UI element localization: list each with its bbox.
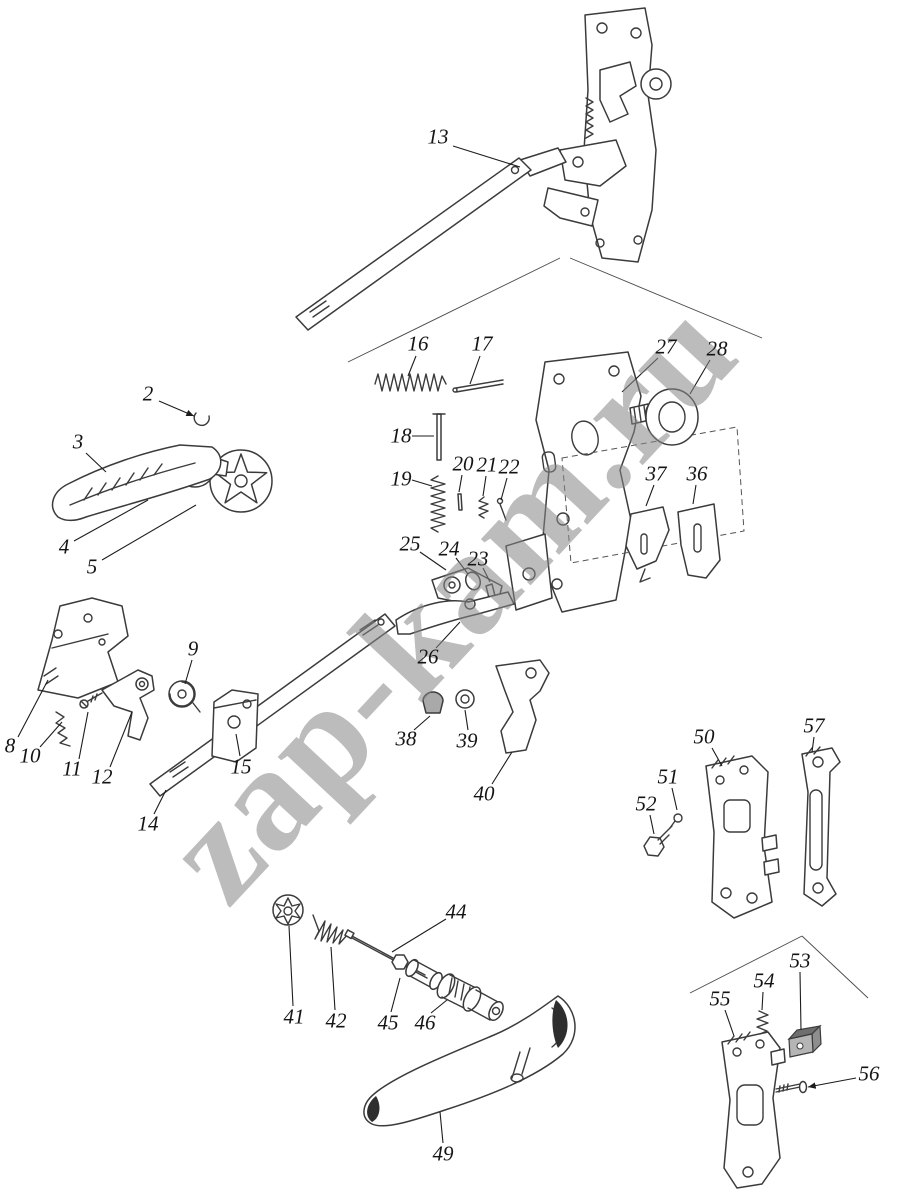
leader-line-23 — [482, 567, 491, 583]
leader-line-44 — [391, 918, 447, 953]
leader-line-28 — [689, 359, 711, 395]
block-53 — [787, 1024, 822, 1058]
leader-line-37 — [645, 484, 655, 507]
leader-line-9 — [184, 659, 193, 685]
spring-54 — [756, 1010, 769, 1035]
washer-39 — [455, 689, 475, 709]
leader-line-16 — [407, 355, 417, 377]
leader-line-10 — [39, 721, 63, 748]
leader-line-38 — [413, 715, 431, 731]
leader-line-53 — [799, 971, 802, 1031]
leader-line-51 — [671, 787, 678, 811]
leader-line-49 — [439, 1111, 444, 1144]
leader-line-12 — [109, 711, 133, 768]
plate-36 — [677, 503, 721, 579]
leader-line-25 — [419, 551, 447, 571]
leader-line-20 — [458, 474, 463, 493]
leader-line-57 — [811, 736, 815, 753]
leader-line-27 — [621, 357, 659, 393]
leader-line-14 — [153, 789, 167, 815]
leader-line-19 — [411, 479, 433, 487]
leader-line-5 — [101, 504, 197, 561]
leader-line-45 — [390, 977, 401, 1013]
hook-lever-40 — [495, 659, 550, 754]
plate-37 — [625, 506, 670, 583]
leader-line-2 — [158, 400, 195, 417]
pin-20 — [457, 493, 463, 511]
lock-cylinder-46 — [391, 954, 504, 1022]
leader-line-8 — [17, 679, 49, 738]
leader-line-4 — [73, 499, 149, 542]
leader-line-50 — [711, 747, 723, 767]
leader-line-24 — [455, 557, 469, 575]
left-latch-assembly — [37, 597, 396, 797]
leader-line-46 — [430, 999, 448, 1014]
push-button-38 — [422, 691, 444, 714]
leader-line-42 — [330, 946, 336, 1011]
leader-line-40 — [491, 751, 513, 785]
outer-handle-49 — [363, 995, 576, 1127]
spring-16 — [374, 373, 447, 392]
leader-line-3 — [85, 452, 107, 473]
leader-line-39 — [464, 709, 469, 731]
roller-set-23-24-25 — [431, 567, 503, 603]
leader-line-36 — [692, 484, 697, 505]
lever-26 — [395, 591, 515, 635]
leader-line-22 — [500, 477, 508, 501]
leader-line-54 — [761, 991, 764, 1011]
star-washer-41 — [272, 894, 304, 926]
bracket-55 — [721, 1031, 786, 1189]
striker-plate-50 — [705, 755, 780, 919]
spring-42 — [312, 914, 350, 945]
pin-18 — [432, 413, 446, 461]
center-lock-plate-27 — [505, 351, 745, 613]
grouping-lines — [347, 257, 869, 999]
leader-line-41 — [288, 925, 294, 1007]
leader-line-52 — [649, 814, 655, 835]
leader-line-13 — [452, 145, 521, 168]
knob-28 — [629, 388, 699, 446]
backing-plate-57 — [801, 746, 841, 907]
leader-line-21 — [482, 475, 487, 497]
top-lock-assembly — [295, 7, 672, 331]
callout-lines — [17, 145, 857, 1144]
pin-22 — [496, 497, 507, 521]
spring-21 — [478, 496, 489, 519]
leader-line-56 — [807, 1077, 857, 1089]
leader-line-26 — [435, 621, 461, 649]
leader-line-55 — [724, 1009, 735, 1037]
leader-line-15 — [235, 733, 241, 757]
inner-handle-assembly — [51, 412, 273, 522]
screw-56 — [775, 1080, 808, 1094]
leader-line-17 — [469, 355, 481, 385]
spring-19 — [430, 475, 446, 533]
screw-52 — [643, 825, 673, 857]
pin-17 — [452, 379, 504, 393]
leader-line-11 — [78, 711, 89, 760]
